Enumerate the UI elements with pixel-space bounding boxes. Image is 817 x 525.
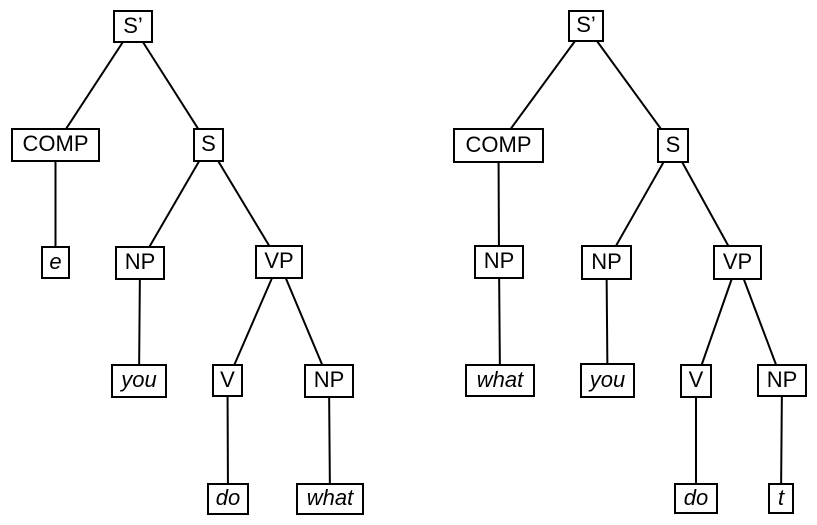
tree-edge-right-tree-sbar-comp [497, 25, 587, 147]
tree-node-right-tree-np-obj: NP [757, 364, 807, 397]
tree-edge-right-tree-np-subj-you [605, 262, 609, 381]
tree-node-left-tree-np-obj: NP [304, 364, 354, 398]
tree-node-right-tree-do: do [674, 483, 718, 514]
tree-edge-right-tree-comp-np-comp [497, 145, 500, 263]
tree-edge-right-tree-vp-np-obj [736, 262, 783, 381]
tree-node-right-tree-t: t [768, 483, 794, 514]
tree-node-right-tree-comp: COMP [453, 128, 544, 163]
tree-node-left-tree-vp: VP [255, 245, 303, 279]
tree-edge-left-tree-vp-v [226, 261, 280, 381]
tree-edge-left-tree-v-do [226, 380, 229, 500]
tree-edge-left-tree-s-np-subj [139, 144, 210, 264]
tree-node-right-tree-what: what [465, 364, 535, 397]
tree-node-left-tree-comp: COMP [11, 128, 100, 162]
tree-edge-left-tree-sbar-comp [54, 25, 134, 146]
tree-node-right-tree-np-subj: NP [581, 245, 632, 280]
tree-node-left-tree-v: V [212, 364, 243, 397]
tree-edge-right-tree-np-obj-t [780, 380, 783, 499]
tree-edge-left-tree-np-subj-you [138, 262, 141, 382]
tree-node-right-tree-s: S [657, 128, 689, 163]
tree-edge-right-tree-s-vp [672, 145, 739, 263]
tree-edge-right-tree-sbar-s [585, 25, 674, 147]
tree-edge-left-tree-sbar-s [132, 25, 210, 146]
tree-edge-left-tree-vp-np-obj [278, 261, 330, 382]
tree-node-right-tree-sbar: S’ [568, 10, 604, 42]
tree-node-left-tree-sbar: S’ [113, 10, 153, 43]
tree-edge-right-tree-s-np-subj [605, 145, 674, 263]
tree-edge-left-tree-np-obj-what [328, 380, 331, 500]
tree-edge-right-tree-np-comp-what [498, 261, 501, 381]
tree-node-left-tree-you: you [111, 364, 167, 398]
tree-node-right-tree-np-comp: NP [474, 245, 524, 279]
tree-node-right-tree-you: you [580, 363, 635, 398]
tree-node-right-tree-vp: VP [713, 245, 762, 280]
tree-node-left-tree-s: S [193, 128, 224, 162]
tree-edge-right-tree-vp-v [695, 262, 739, 382]
tree-node-left-tree-what: what [296, 483, 364, 515]
tree-node-left-tree-e: e [41, 246, 70, 279]
tree-node-left-tree-np-subj: NP [115, 246, 165, 280]
tree-node-right-tree-v: V [680, 364, 712, 398]
tree-node-left-tree-do: do [207, 483, 249, 515]
tree-edge-left-tree-s-vp [207, 144, 280, 263]
